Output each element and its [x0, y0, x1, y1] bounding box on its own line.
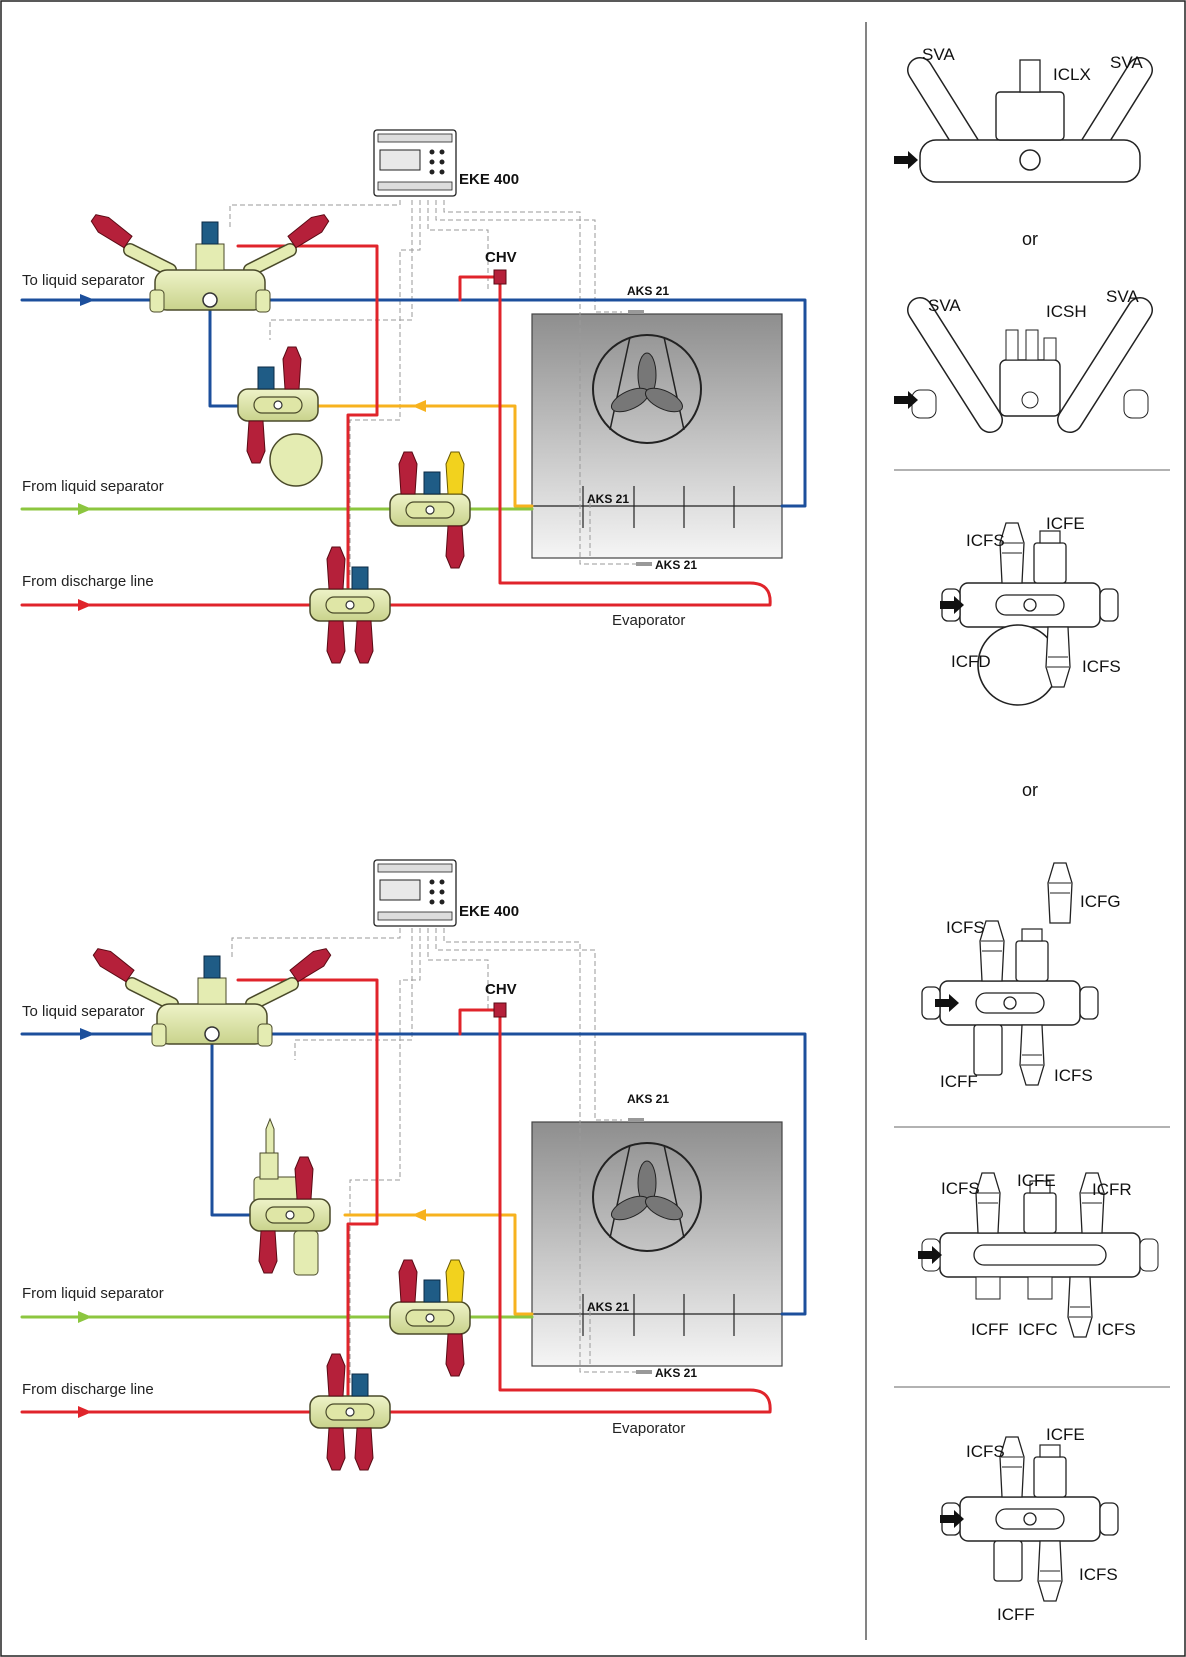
component-label: ICFF [997, 1605, 1035, 1624]
component-group-icff: ICFS ICFE ICFF ICFS [940, 1425, 1119, 1624]
component-label: ICLX [1053, 65, 1091, 84]
evaporator [531, 313, 783, 559]
component-label: ICFS [1082, 657, 1121, 676]
line-from-discharge-label: From discharge line [22, 573, 154, 590]
component-label: ICFF [971, 1320, 1009, 1339]
component-label: SVA [922, 45, 955, 64]
line-from-discharge-label: From discharge line [22, 1381, 154, 1398]
component-label: ICFS [1097, 1320, 1136, 1339]
line-from-separator-label: From liquid separator [22, 478, 164, 495]
sensor-mid-label: AKS 21 [587, 492, 629, 506]
component-label: ICFE [1046, 1425, 1085, 1444]
bypass-valve [249, 1117, 331, 1276]
component-label: ICSH [1046, 302, 1087, 321]
or-label: or [1022, 229, 1038, 249]
main-valve-station [87, 210, 333, 313]
sensor-top-label: AKS 21 [627, 1092, 669, 1106]
component-label: ICFE [1017, 1171, 1056, 1190]
component-label: ICFC [1018, 1320, 1058, 1339]
component-label: ICFS [966, 1442, 1005, 1461]
bypass-valve [237, 346, 323, 487]
line-to-separator-label: To liquid separator [22, 1003, 145, 1020]
component-sidebar: SVA ICLX SVA or SVA ICSH SVA [894, 45, 1170, 1624]
fan-icon [592, 334, 702, 444]
main-valve-station [89, 944, 335, 1047]
check-valve-icon [493, 269, 507, 285]
component-group-icfg: ICFG ICFS ICFF ICFS [921, 862, 1121, 1091]
component-label: ICFS [1054, 1066, 1093, 1085]
evaporator-label: Evaporator [612, 612, 685, 629]
sensor-icon [628, 1118, 652, 1374]
component-group-icsh: SVA ICSH SVA [894, 287, 1153, 433]
line-from-separator-label: From liquid separator [22, 1285, 164, 1302]
component-label: ICFG [1080, 892, 1121, 911]
check-valve-label: CHV [485, 981, 517, 998]
eke-controller [373, 129, 457, 197]
or-label: or [1022, 780, 1038, 800]
check-valve-label: CHV [485, 249, 517, 266]
component-group-icfr: ICFS ICFE ICFR ICFF ICFC ICFS [918, 1171, 1159, 1339]
controller-label: EKE 400 [459, 903, 519, 920]
evaporator-label: Evaporator [612, 1420, 685, 1437]
component-group-iclx: SVA ICLX SVA [894, 45, 1153, 183]
component-label: SVA [928, 296, 961, 315]
eke-controller [373, 859, 457, 927]
sensor-bottom-label: AKS 21 [655, 558, 697, 572]
component-label: ICFD [951, 652, 991, 671]
line-to-separator-label: To liquid separator [22, 272, 145, 289]
component-label: SVA [1106, 287, 1139, 306]
component-group-icfd: ICFS ICFE ICFD ICFS [940, 514, 1121, 706]
sensor-mid-label: AKS 21 [587, 1300, 629, 1314]
controller-label: EKE 400 [459, 171, 519, 188]
component-label: ICFF [940, 1072, 978, 1091]
diagram-bottom: EKE 400 CHV To liquid separator From liq… [20, 859, 807, 1471]
component-label: ICFS [941, 1179, 980, 1198]
sensor-top-label: AKS 21 [627, 284, 669, 298]
evaporator [531, 1121, 783, 1367]
component-label: ICFS [966, 531, 1005, 550]
component-label: ICFR [1092, 1180, 1132, 1199]
sensor-icon [628, 310, 652, 566]
sensor-bottom-label: AKS 21 [655, 1366, 697, 1380]
flow-arrow-icon [78, 1028, 426, 1418]
component-label: ICFS [1079, 1565, 1118, 1584]
component-label: SVA [1110, 53, 1143, 72]
check-valve-icon [493, 1002, 507, 1018]
diagram-top: EKE 400 CHV To liquid separator From liq… [20, 129, 807, 664]
flow-arrow-icon [78, 294, 426, 611]
fan-icon [592, 1142, 702, 1252]
component-label: ICFS [946, 918, 985, 937]
component-label: ICFE [1046, 514, 1085, 533]
